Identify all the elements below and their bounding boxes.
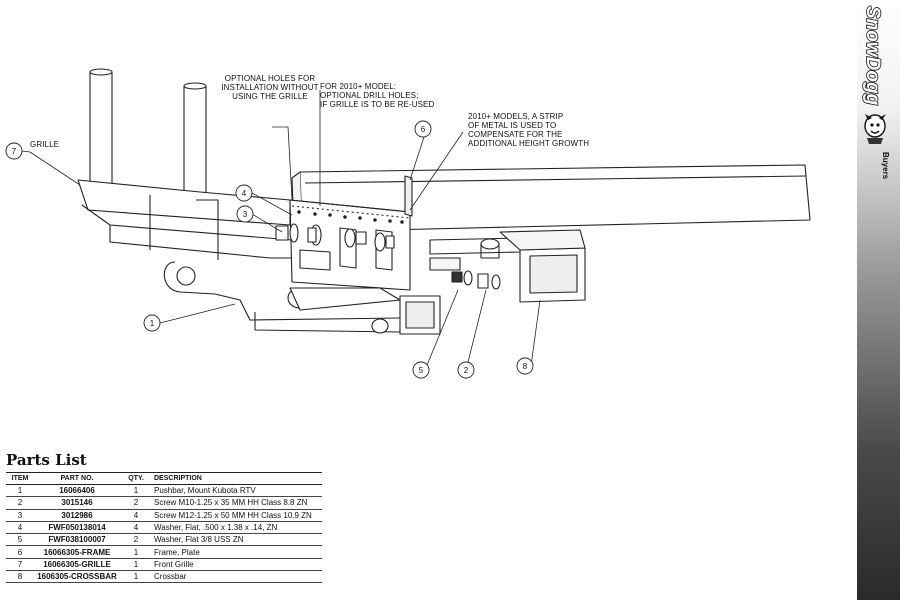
cell-part-no: 16066305-FRAME: [34, 545, 120, 559]
brand-sub-text: Buyers: [881, 152, 890, 180]
cell-description: Front Grille: [152, 558, 322, 572]
header-item: ITEM: [6, 472, 34, 485]
callout-optional-holes: OPTIONAL HOLES FOR INSTALLATION WITHOUT …: [221, 74, 319, 101]
parts-list-header-row: ITEM PART NO. QTY. DESCRIPTION: [6, 472, 322, 485]
table-row: 6 16066305-FRAME 1 Frame, Plate: [6, 545, 322, 559]
table-row: 5 FWF038100007 2 Washer, Flat 3/8 USS ZN: [6, 533, 322, 547]
cell-item: 3: [6, 509, 34, 522]
cell-qty: 4: [120, 521, 152, 535]
cell-qty: 1: [120, 545, 152, 559]
pushbar-part: [163, 261, 441, 335]
callout-strip-metal: 2010+ MODELS, A STRIP OF METAL IS USED T…: [468, 112, 590, 148]
table-row: 7 16066305-GRILLE 1 Front Grille: [6, 558, 322, 572]
header-description: DESCRIPTION: [152, 472, 322, 485]
balloon-label-6: 6: [421, 125, 426, 134]
table-row: 4 FWF050138014 4 Washer, Flat, .500 x 1.…: [6, 521, 322, 535]
balloon-6: [414, 120, 432, 138]
balloon-label-8: 8: [523, 362, 528, 371]
header-qty: QTY.: [120, 472, 152, 485]
balloon-label-4: 4: [242, 189, 247, 198]
balloon-label-1: 1: [150, 319, 155, 328]
cell-item: 8: [6, 570, 34, 584]
brand-name-text: SnowDogg: [862, 6, 883, 106]
balloon-1: [143, 314, 161, 332]
cell-qty: 1: [120, 570, 152, 584]
callout-2010-model: FOR 2010+ MODEL: OPTIONAL DRILL HOLES; I…: [320, 82, 435, 109]
cell-part-no: 3015146: [34, 496, 120, 510]
balloon-8: [516, 357, 534, 375]
cell-item: 5: [6, 533, 34, 547]
cell-part-no: 16066305-GRILLE: [34, 558, 120, 572]
snowdogg-logo: SnowDogg Buyers: [861, 5, 890, 180]
cell-part-no: FWF050138014: [34, 521, 120, 535]
cell-description: Screw M12-1.25 x 50 MM HH Class 10.9 ZN: [152, 509, 322, 522]
cell-description: Pushbar, Mount Kubota RTV: [152, 484, 322, 498]
table-row: 2 3015146 2 Screw M10-1.25 x 35 MM HH Cl…: [6, 496, 322, 510]
table-row: 1 16066406 1 Pushbar, Mount Kubota RTV: [6, 484, 322, 498]
cell-qty: 1: [120, 484, 152, 498]
balloon-3: [236, 205, 254, 223]
brand-sidebar: [857, 0, 900, 600]
leader-lines: [21, 90, 541, 371]
hardware-screws-washers: [275, 223, 501, 290]
balloon-label-2: 2: [464, 366, 469, 375]
balloon-2: [457, 361, 475, 379]
cell-item: 6: [6, 545, 34, 559]
cell-item: 4: [6, 521, 34, 535]
cell-description: Crossbar: [152, 570, 322, 584]
header-part-no: PART NO.: [34, 472, 120, 485]
exploded-assembly-diagram: 7 1 3 4 5 2 8 6: [5, 68, 811, 379]
cell-description: Frame, Plate: [152, 545, 322, 559]
balloon-7: [5, 142, 23, 160]
cell-item: 1: [6, 484, 34, 498]
cell-item: 7: [6, 558, 34, 572]
cell-item: 2: [6, 496, 34, 510]
item-balloons: [5, 120, 534, 379]
dog-mascot-icon: [864, 114, 886, 144]
balloon-label-3: 3: [243, 210, 248, 219]
balloon-label-7: 7: [12, 147, 17, 156]
cell-description: Screw M10-1.25 x 35 MM HH Class 8.8 ZN: [152, 496, 322, 510]
balloon-label-5: 5: [419, 366, 424, 375]
cell-qty: 2: [120, 533, 152, 547]
cell-description: Washer, Flat, .500 x 1.38 x .14, ZN: [152, 521, 322, 535]
callout-grille: GRILLE: [30, 140, 60, 149]
cell-part-no: 3012986: [34, 509, 120, 522]
cell-description: Washer, Flat 3/8 USS ZN: [152, 533, 322, 547]
parts-list-title: Parts List: [6, 451, 87, 469]
cell-part-no: 16066406: [34, 484, 120, 498]
balloon-5: [412, 361, 430, 379]
parts-list-table: ITEM PART NO. QTY. DESCRIPTION 1 1606640…: [6, 472, 322, 584]
table-row: 3 3012986 4 Screw M12-1.25 x 50 MM HH Cl…: [6, 509, 322, 522]
cell-qty: 1: [120, 558, 152, 572]
cell-part-no: FWF038100007: [34, 533, 120, 547]
cell-qty: 2: [120, 496, 152, 510]
cell-part-no: 1606305-CROSSBAR: [34, 570, 120, 584]
cell-qty: 4: [120, 509, 152, 522]
table-row: 8 1606305-CROSSBAR 1 Crossbar: [6, 570, 322, 584]
balloon-4: [235, 184, 253, 202]
